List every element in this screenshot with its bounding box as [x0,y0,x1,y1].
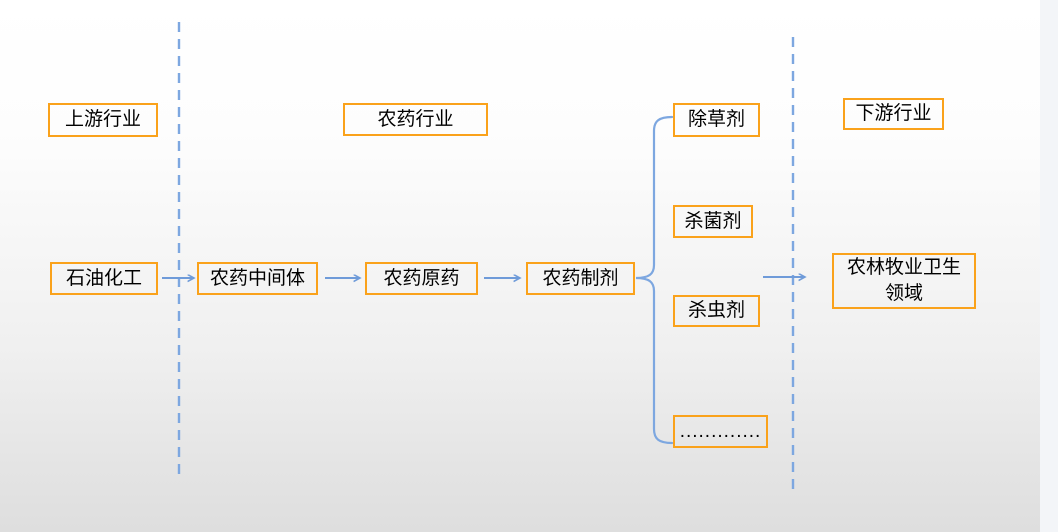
box-pesticide-formulations-text: 农药制剂 [542,267,619,289]
offslide-gutter [1040,0,1058,532]
section-label-downstream: 下游行业 [843,98,944,130]
box-fungicide-text: 杀菌剂 [684,210,742,232]
box-ellipsis-others: ............. [673,415,768,448]
box-pesticide-intermediates-text: 农药中间体 [209,267,305,289]
section-label-industry-text: 农药行业 [377,108,454,130]
box-pesticide-technical-text: 农药原药 [383,267,460,289]
box-pesticide-intermediates: 农药中间体 [197,262,318,295]
section-label-downstream-text: 下游行业 [855,103,932,125]
box-ellipsis-others-text: ............. [679,420,762,442]
box-application-fields-text: 农林牧业卫生领域 [846,257,961,304]
section-label-upstream-text: 上游行业 [64,109,141,131]
section-label-industry: 农药行业 [343,103,488,136]
box-insecticide: 杀虫剂 [673,295,760,327]
box-insecticide-text: 杀虫剂 [687,300,745,322]
box-herbicide-text: 除草剂 [687,109,745,131]
box-pesticide-formulations: 农药制剂 [526,262,635,295]
box-fungicide: 杀菌剂 [673,205,753,238]
section-label-upstream: 上游行业 [48,103,158,137]
box-application-fields: 农林牧业卫生领域 [832,253,976,309]
brace-formulations-to-products [635,115,674,445]
box-pesticide-technical: 农药原药 [365,262,478,295]
box-petrochemical-text: 石油化工 [65,267,142,289]
box-herbicide: 除草剂 [673,103,760,137]
box-petrochemical: 石油化工 [50,262,158,295]
